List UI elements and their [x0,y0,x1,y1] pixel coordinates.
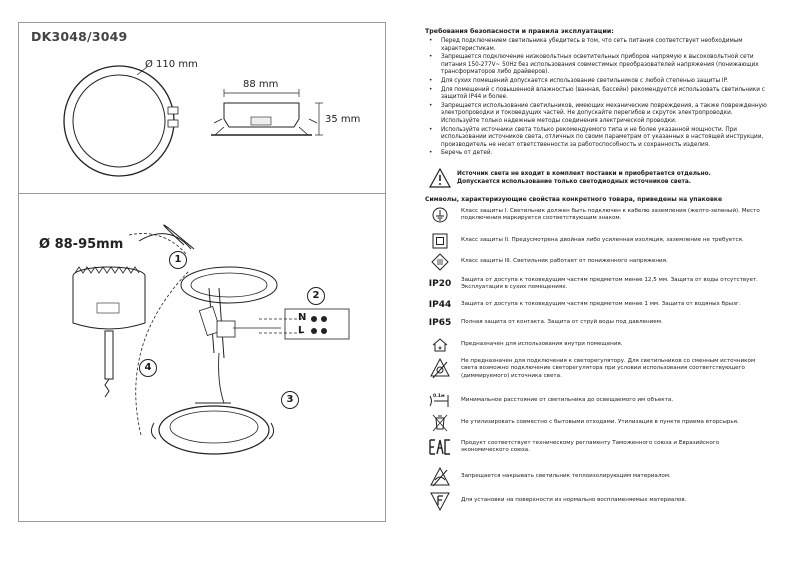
symbols-list: Класс защиты I. Светильник должен быть п… [425,207,770,537]
symbol-text: Защита от доступа к токоведущим частям п… [461,301,741,308]
symbols-title: Символы, характеризующие свойства конкре… [425,195,723,203]
ground-class1-icon [432,207,448,223]
f-mark-icon [430,492,450,511]
diamond-class3-icon [431,253,449,271]
symbol-text: Полная защита от контакта. Защита от стр… [461,319,663,326]
step-4-marker: 4 [139,359,157,377]
symbol-text: Не утилизировать совместно с бытовыми от… [461,419,739,426]
safety-item: Запрещается использование светильников, … [425,103,770,126]
installation-drawing [128,224,350,455]
symbol-row: 0.1м Минимальное расстояние от светильни… [425,393,770,409]
safety-item: Запрещается подключение низковольтных ос… [425,54,770,77]
symbol-text: Не предназначен для подключения к светор… [461,357,756,379]
symbol-row: IP20 Защита от доступа к токоведущим час… [425,277,770,292]
warning-line-1: Источник света не входит в комплект пост… [457,170,711,177]
safety-list: Перед подключением светильника убедитесь… [425,38,770,158]
symbol-text: Для установки на поверхности из нормальн… [461,497,687,504]
symbol-row: Предназначен для использования внутри по… [425,337,770,353]
safety-item: Используйте источники света только реком… [425,127,770,150]
symbol-text: Предназначен для использования внутри по… [461,341,623,348]
symbol-text: Минимальное расстояние от светильника до… [461,397,674,404]
safety-title: Требования безопасности и правила эксплу… [425,28,614,35]
no-dimmer-icon [430,358,450,379]
symbol-row: Не предназначен для подключения к светор… [425,358,770,380]
safety-item: Беречь от детей. [425,150,770,158]
symbol-row: Продукт соответствует техническому регла… [425,439,770,455]
cutout-diameter: Ø 88-95mm [39,237,124,252]
no-insulation-cover-icon [430,466,450,487]
symbol-text: Продукт соответствует техническому регла… [461,439,720,453]
step-1-marker: 1 [169,251,187,269]
side-view-drawing [211,89,323,136]
symbol-row: Класс защиты III. Светильник работает от… [425,253,770,271]
ip44-code: IP44 [428,299,452,310]
symbol-row: Не утилизировать совместно с бытовыми от… [425,414,770,432]
panel-divider [19,193,385,194]
crossed-bin-icon [432,414,448,432]
top-view-drawing [63,65,179,177]
ip65-code: IP65 [428,317,452,328]
symbol-row: IP44 Защита от доступа к токоведущим час… [425,300,770,310]
indoor-house-icon [432,338,448,352]
dimension-width-88: 88 mm [243,79,279,90]
symbol-row: Для установки на поверхности из нормальн… [425,491,770,511]
instructions-panel: Требования безопасности и правила эксплу… [425,28,770,537]
ip20-code: IP20 [428,279,452,290]
symbol-text: Класс защиты I. Светильник должен быть п… [461,207,760,221]
hole-saw-drawing [72,266,146,398]
warning-triangle-icon [429,167,451,188]
safety-item: Для сухих помещений допускается использо… [425,78,770,86]
symbol-row: Запрещается накрывать светильник теплоиз… [425,466,770,487]
min-distance-label: 0.1м [433,393,445,399]
dimension-height-35: 35 mm [325,114,361,125]
luminaire-drawings [63,65,350,455]
warning-line-2: Допускается использование только светоди… [457,178,692,185]
light-source-warning: Источник света не входит в комплект пост… [425,167,770,188]
terminal-label-n: N [298,312,307,323]
symbol-text: Класс защиты III. Светильник работает от… [461,258,668,265]
terminal-label-l: L [298,325,305,336]
symbol-text: Запрещается накрывать светильник теплоиз… [461,473,671,480]
eac-mark-icon [429,439,450,455]
model-number: DK3048/3049 [31,29,128,44]
double-square-class2-icon [432,233,448,249]
dimension-diameter-110: Ø 110 mm [145,59,198,70]
symbol-row: Класс защиты I. Светильник должен быть п… [425,207,770,223]
symbol-text: Защита от доступа к токоведущим частям п… [461,276,758,291]
installation-diagram-panel: DK3048/3049 [18,22,386,522]
safety-item: Перед подключением светильника убедитесь… [425,38,770,53]
step-2-marker: 2 [307,287,325,305]
symbol-text: Класс защиты II. Предусмотрена двойная л… [461,237,744,244]
safety-item: Для помещений с повышенной влажностью (в… [425,87,770,102]
symbol-row: IP65 Полная защита от контакта. Защита о… [425,318,770,328]
step-3-marker: 3 [281,391,299,409]
min-distance-icon [429,394,449,407]
symbol-row: Класс защиты II. Предусмотрена двойная л… [425,233,770,249]
